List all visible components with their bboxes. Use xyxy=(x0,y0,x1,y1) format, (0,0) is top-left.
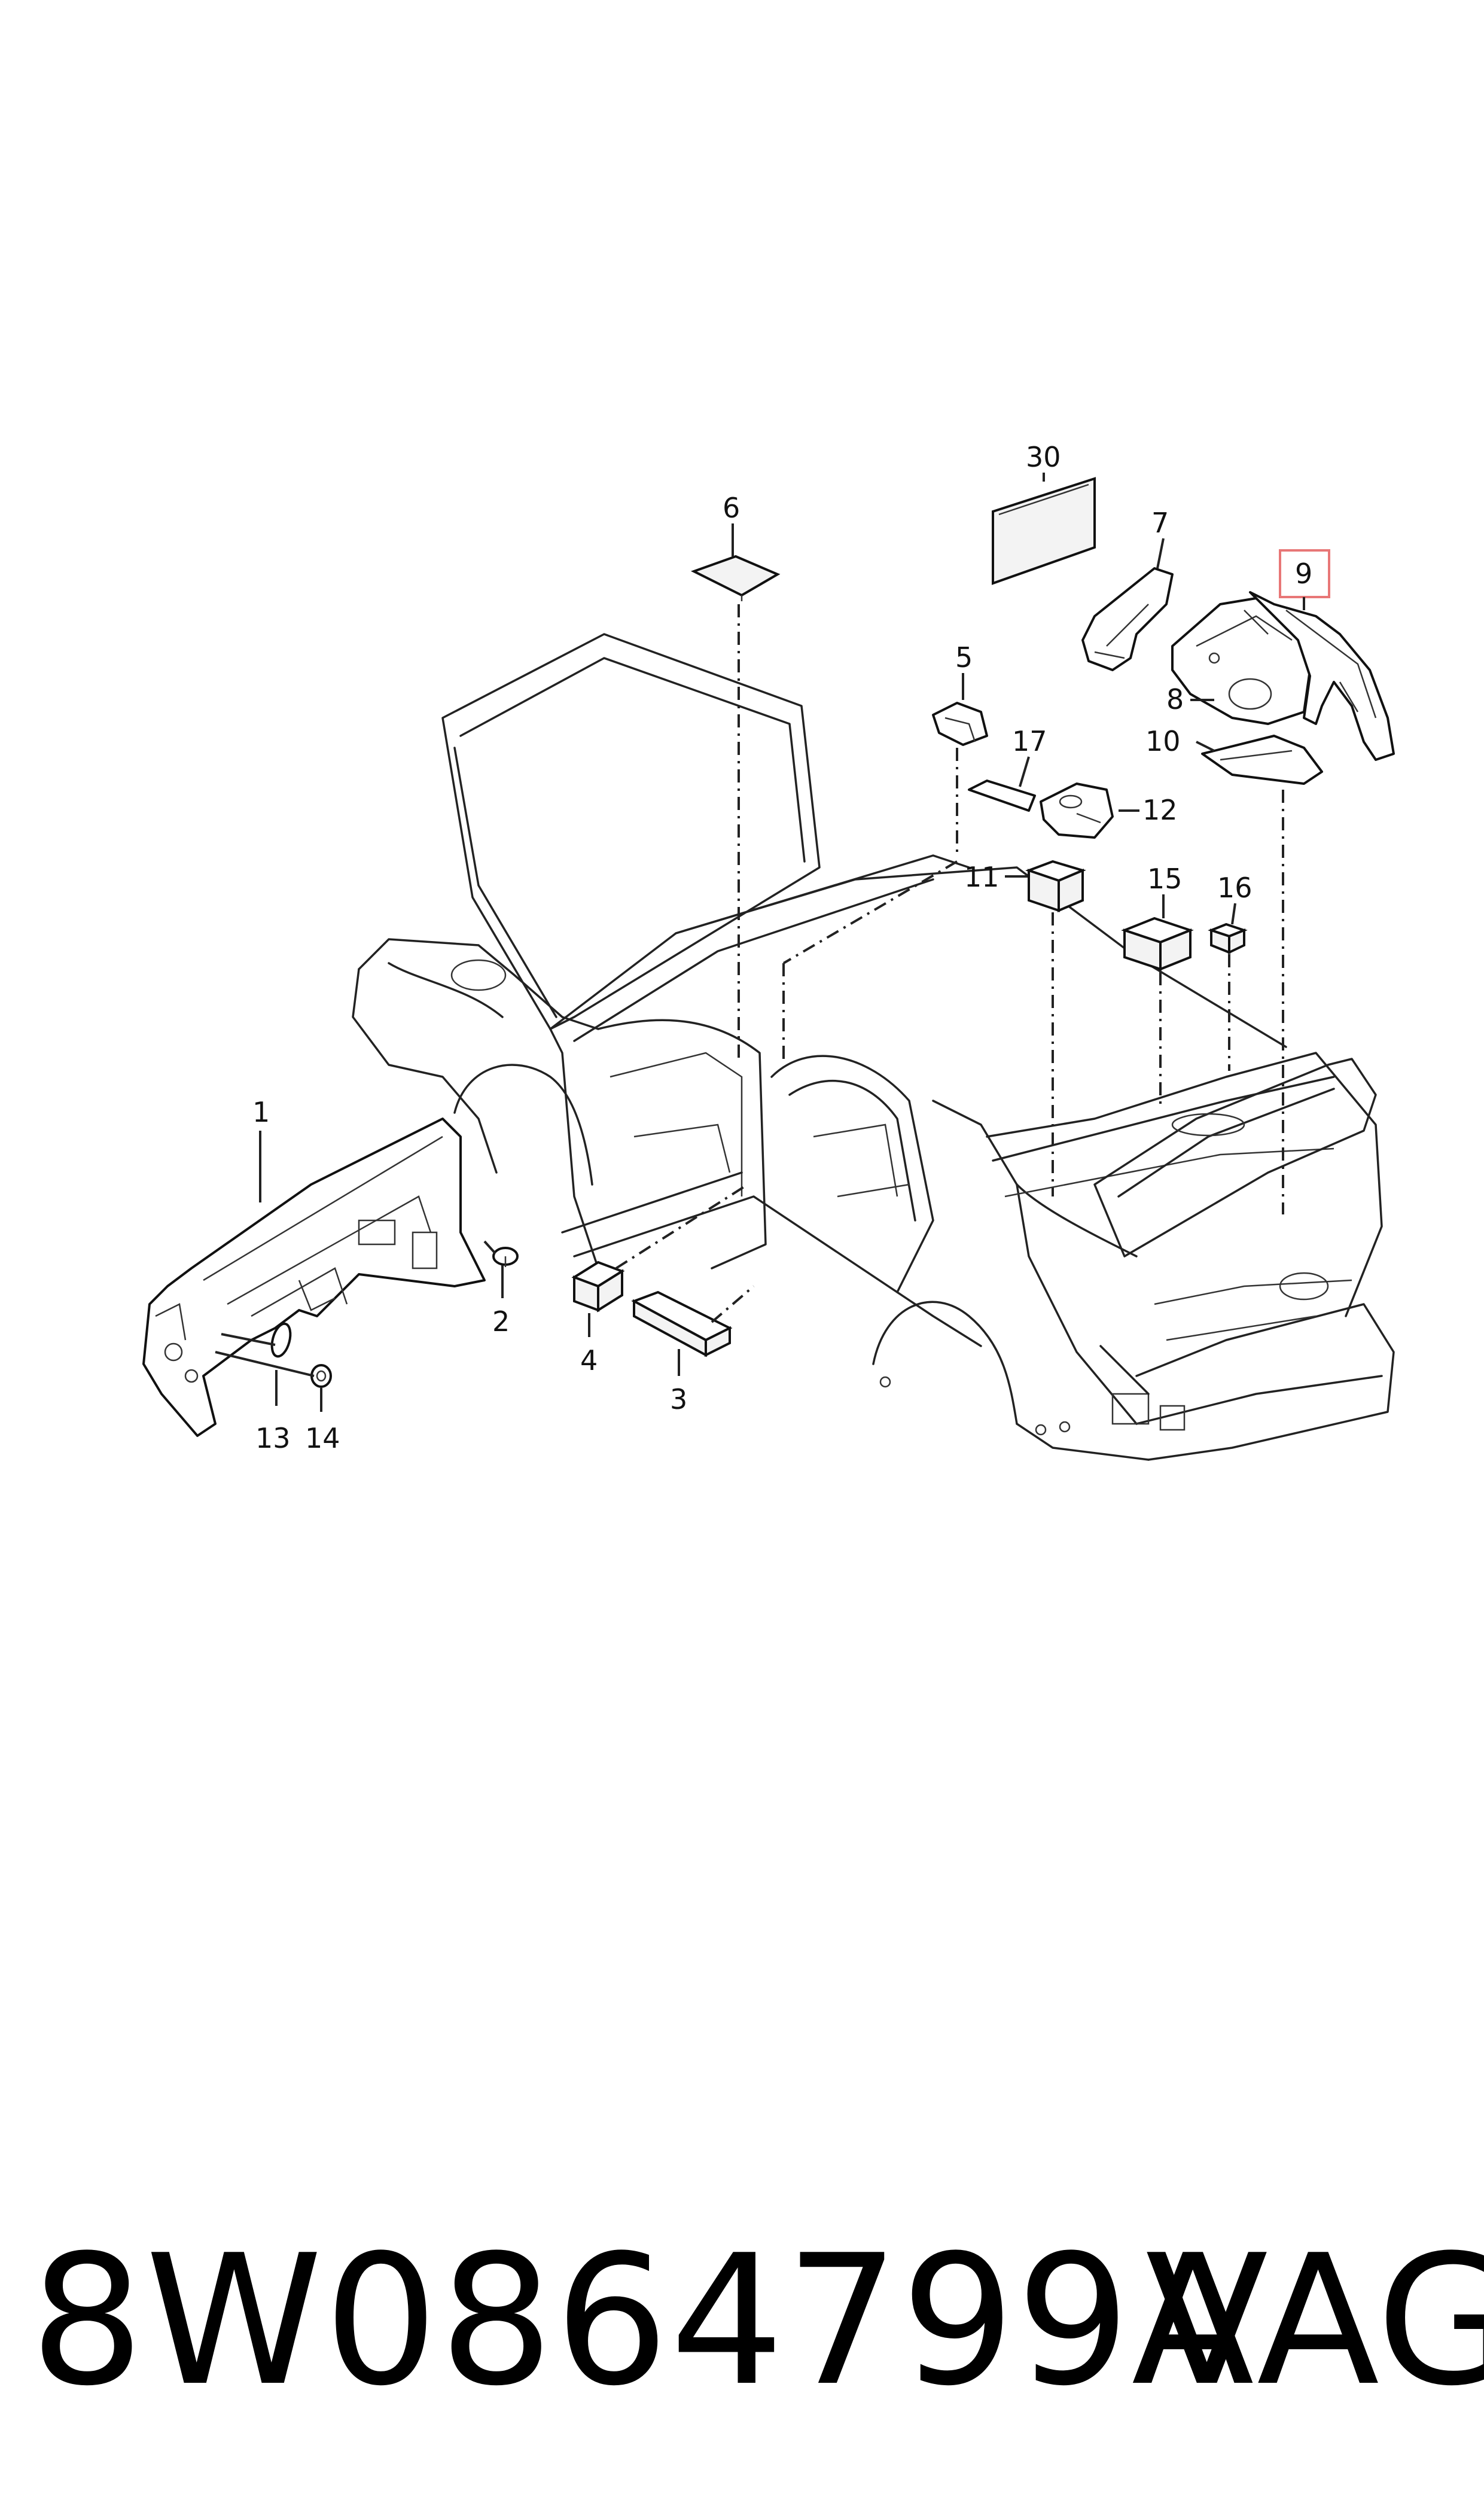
part-13-grommet xyxy=(270,1322,292,1358)
callout-9-highlight-box xyxy=(1279,549,1330,598)
callout-10: 10 xyxy=(1145,725,1181,757)
callout-2: 2 xyxy=(492,1305,510,1338)
callout-9: 9 xyxy=(1295,558,1312,590)
part-3-sill-insulation xyxy=(631,1290,733,1357)
part-7-bracket xyxy=(1081,567,1174,671)
callout-3: 3 xyxy=(670,1383,687,1415)
part-14-nut xyxy=(310,1364,332,1388)
brand-label: VAG xyxy=(1145,2216,1484,2425)
part-11-pad xyxy=(1025,860,1086,913)
callout-4: 4 xyxy=(580,1344,598,1377)
part-4-pad xyxy=(571,1260,625,1313)
part-15-pad xyxy=(1121,917,1194,971)
callout-30: 30 xyxy=(1026,441,1061,473)
part-16-pad xyxy=(1208,922,1248,955)
callout-7: 7 xyxy=(1151,507,1169,539)
callout-1: 1 xyxy=(252,1096,270,1128)
part-6-floor-pad xyxy=(690,555,781,601)
callout-12: 12 xyxy=(1142,794,1178,826)
part-2-clip xyxy=(492,1247,519,1267)
callout-5: 5 xyxy=(955,641,973,674)
callout-17: 17 xyxy=(1012,725,1047,757)
callout-13: 13 xyxy=(255,1422,291,1454)
part-1-firewall-insulation xyxy=(142,1118,486,1437)
part-17-strip xyxy=(968,780,1036,812)
callout-16: 16 xyxy=(1217,872,1253,904)
part-5-bracket xyxy=(932,702,988,746)
part-number: 8W0864799A xyxy=(30,2216,1256,2425)
callout-14: 14 xyxy=(305,1422,340,1454)
part-12-block xyxy=(1040,783,1114,839)
callout-15: 15 xyxy=(1147,863,1183,895)
car-body-shell xyxy=(352,633,1395,1461)
part-9-insulation xyxy=(1249,591,1395,761)
part-30-mat xyxy=(992,477,1096,585)
callout-6: 6 xyxy=(723,492,740,524)
callout-11: 11 xyxy=(964,861,1000,893)
callout-8: 8 xyxy=(1166,683,1184,715)
part-10-pad xyxy=(1201,735,1323,785)
